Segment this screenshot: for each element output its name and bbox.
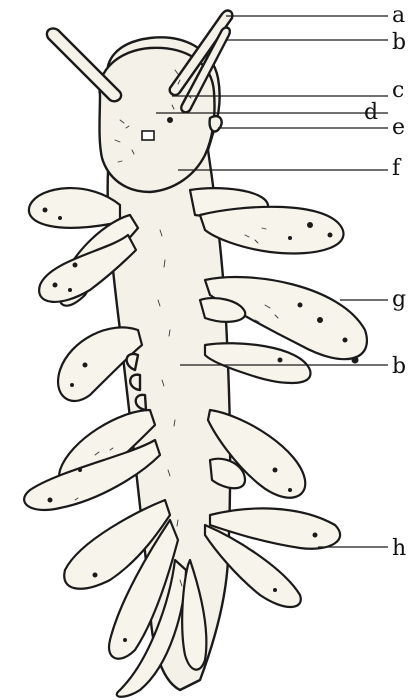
spot [278, 358, 283, 363]
spot [317, 317, 323, 323]
spot [273, 588, 277, 592]
label-d: d [364, 100, 378, 125]
spot [343, 338, 348, 343]
spot [298, 303, 303, 308]
spot [328, 233, 333, 238]
head-lobe [210, 116, 222, 131]
ceras [29, 188, 120, 228]
eye-c [167, 117, 173, 123]
spot [73, 263, 78, 268]
spot [307, 222, 313, 228]
label-h: h [392, 536, 406, 561]
spot [43, 208, 48, 213]
spot [58, 216, 62, 220]
label-a: a [392, 3, 405, 28]
spot [288, 488, 292, 492]
spot [123, 638, 127, 642]
label-g: g [392, 287, 406, 312]
spot [313, 533, 318, 538]
spot [78, 468, 82, 472]
eye-d [142, 131, 154, 140]
spot [288, 236, 292, 240]
label-b-mid: b [392, 354, 406, 379]
ceras [200, 207, 344, 254]
label-b-top: b [392, 30, 406, 55]
spot [70, 383, 74, 387]
spot [352, 357, 359, 364]
spot [83, 363, 88, 368]
label-e: e [392, 115, 405, 140]
label-c: c [392, 78, 404, 103]
spot [48, 498, 53, 503]
spot [53, 283, 58, 288]
spot [68, 288, 72, 292]
label-f: f [392, 156, 402, 181]
spot [93, 573, 98, 578]
spot [273, 468, 278, 473]
